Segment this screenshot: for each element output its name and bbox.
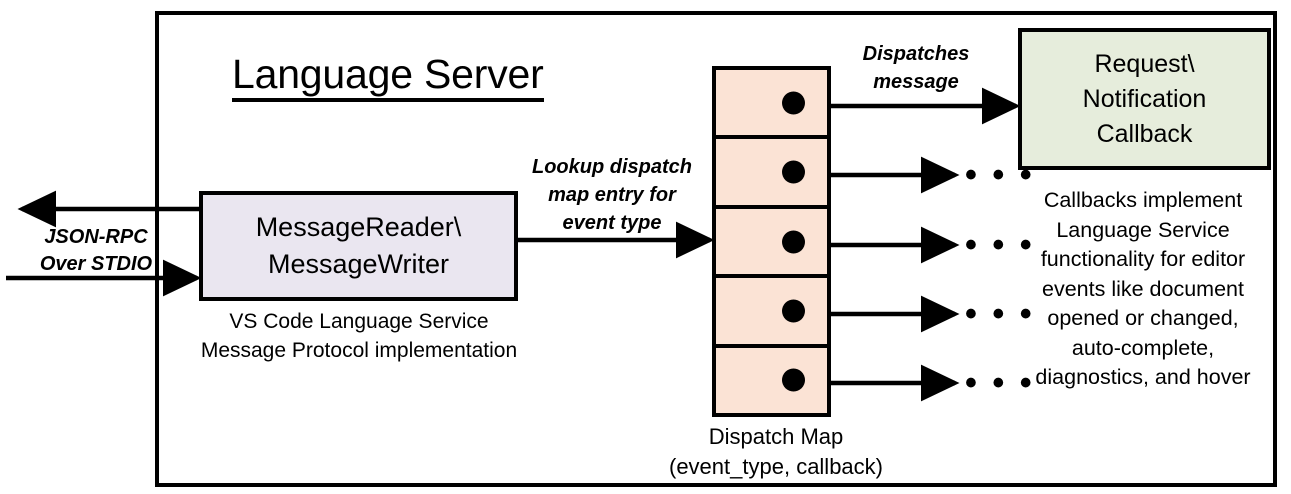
- message-reader-label: MessageReader\: [255, 212, 462, 242]
- jsonrpc-channel-label: JSON-RPC Over STDIO: [36, 224, 156, 278]
- lookup-label-line-3: event type: [562, 212, 662, 234]
- callback-label-line-2: Notification: [1082, 84, 1207, 113]
- dispatches-message-label: Dispatches message: [836, 40, 996, 96]
- page-title: Language Server: [232, 51, 544, 102]
- lookup-label-line-2: map entry for: [548, 184, 676, 206]
- dispatch-map-table[interactable]: [712, 66, 831, 417]
- jsonrpc-label-line-1: JSON-RPC: [44, 226, 148, 248]
- callback-description-line-4: events like document: [1042, 276, 1244, 301]
- message-box-caption-line-1: VS Code Language Service: [229, 310, 489, 333]
- language-server-boundary: [155, 11, 1277, 487]
- callback-description-line-7: diagnostics, and hover: [1035, 365, 1251, 389]
- callback-pointer-dot-icon: [782, 368, 805, 392]
- jsonrpc-label-line-2: Over STDIO: [39, 253, 153, 275]
- dispatch-map-caption-line-1: Dispatch Map: [708, 424, 844, 449]
- callback-description-line-5: opened or changed,: [1047, 306, 1239, 330]
- dispatch-map-row[interactable]: [716, 209, 827, 279]
- callback-label-line-1: Request\: [1094, 49, 1195, 78]
- callback-label-line-3: Callback: [1096, 119, 1193, 148]
- callback-description-line-3: functionality for editor: [1040, 247, 1246, 271]
- lookup-dispatch-label: Lookup dispatch map entry for event type: [524, 153, 700, 237]
- callback-pointer-dot-icon: [782, 160, 805, 184]
- dispatches-label-line-2: message: [873, 71, 959, 93]
- dispatch-map-row[interactable]: [716, 348, 827, 413]
- message-writer-label: MessageWriter: [267, 249, 450, 279]
- callback-pointer-dot-icon: [782, 91, 805, 115]
- dispatch-map-row[interactable]: [716, 139, 827, 209]
- callback-description-line-1: Callbacks implement: [1043, 188, 1243, 212]
- callback-pointer-dot-icon: [782, 230, 805, 254]
- callback-pointer-dot-icon: [782, 299, 805, 323]
- callback-description: Callbacks implement Language Service fun…: [1012, 186, 1274, 393]
- dispatch-map-row[interactable]: [716, 70, 827, 140]
- request-notification-callback-node[interactable]: Request\ Notification Callback: [1018, 28, 1271, 170]
- message-box-caption-line-2: Message Protocol implementation: [200, 339, 518, 362]
- lookup-label-line-1: Lookup dispatch: [532, 156, 692, 178]
- dispatches-label-line-1: Dispatches: [862, 43, 970, 65]
- callback-description-line-2: Language Service: [1056, 217, 1230, 242]
- dispatch-map-row[interactable]: [716, 278, 827, 348]
- callback-description-line-6: auto-complete,: [1071, 335, 1215, 360]
- dispatch-map-caption: Dispatch Map (event_type, callback): [642, 422, 910, 482]
- dispatch-map-caption-line-2: (event_type, callback): [669, 454, 883, 479]
- message-box-caption: VS Code Language Service Message Protoco…: [196, 307, 522, 365]
- message-reader-writer-node[interactable]: MessageReader\ MessageWriter: [199, 191, 518, 301]
